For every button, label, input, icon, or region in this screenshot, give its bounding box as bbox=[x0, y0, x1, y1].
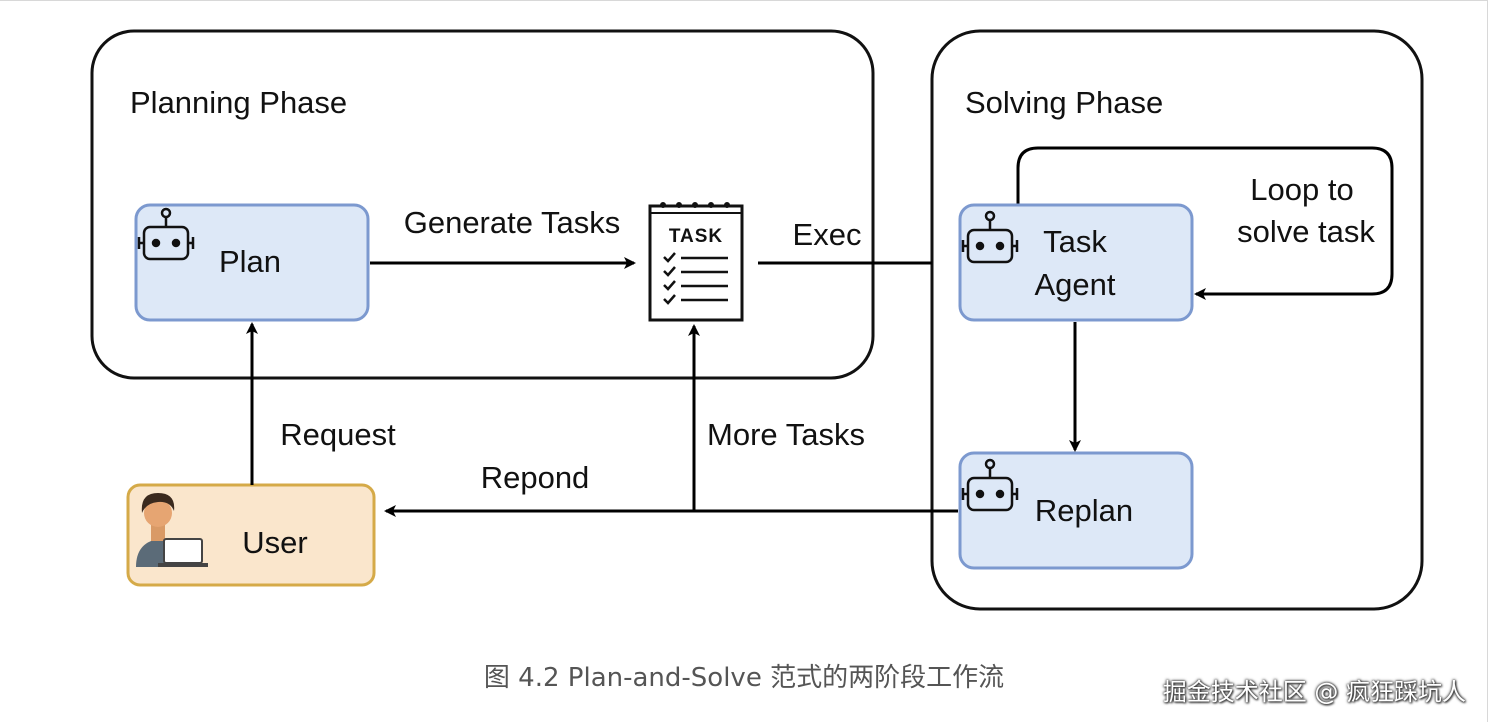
robot-icon bbox=[137, 207, 195, 261]
replan-node[interactable] bbox=[958, 451, 1194, 570]
plan-node-label: Plan bbox=[219, 244, 281, 279]
repond-label: Repond bbox=[481, 460, 590, 495]
task-icon-label: TASK bbox=[669, 226, 723, 247]
exec-label: Exec bbox=[793, 217, 862, 252]
plan-node[interactable] bbox=[134, 203, 370, 322]
task-agent-node[interactable] bbox=[958, 203, 1194, 322]
user-node-label: User bbox=[242, 525, 307, 560]
planning-phase-container bbox=[90, 29, 875, 380]
plan-and-solve-diagram: Planning Phase Solving Phase Plan Task A… bbox=[90, 29, 1424, 611]
request-label: Request bbox=[280, 417, 396, 452]
generate-tasks-label: Generate Tasks bbox=[404, 205, 621, 240]
loop-edge bbox=[1016, 146, 1394, 300]
robot-icon bbox=[961, 458, 1019, 512]
figure-caption: 图 4.2 Plan-and-Solve 范式的两阶段工作流 bbox=[483, 663, 1005, 693]
task-checklist-icon: TASK bbox=[648, 202, 744, 322]
solving-phase-label: Solving Phase bbox=[965, 85, 1163, 120]
more-tasks-label: More Tasks bbox=[707, 417, 865, 452]
task-agent-label-line1: Task bbox=[1043, 224, 1107, 259]
robot-icon bbox=[961, 210, 1019, 264]
watermark: 掘金技术社区 @ 疯狂踩坑人 bbox=[1162, 678, 1466, 706]
task-agent-label-line2: Agent bbox=[1034, 267, 1115, 302]
user-avatar-icon bbox=[136, 493, 208, 567]
loop-label-line1: Loop to bbox=[1250, 172, 1353, 207]
loop-label-line2: solve task bbox=[1237, 214, 1375, 249]
solving-phase-container bbox=[930, 29, 1424, 611]
replan-node-label: Replan bbox=[1035, 493, 1133, 528]
planning-phase-label: Planning Phase bbox=[130, 85, 347, 120]
